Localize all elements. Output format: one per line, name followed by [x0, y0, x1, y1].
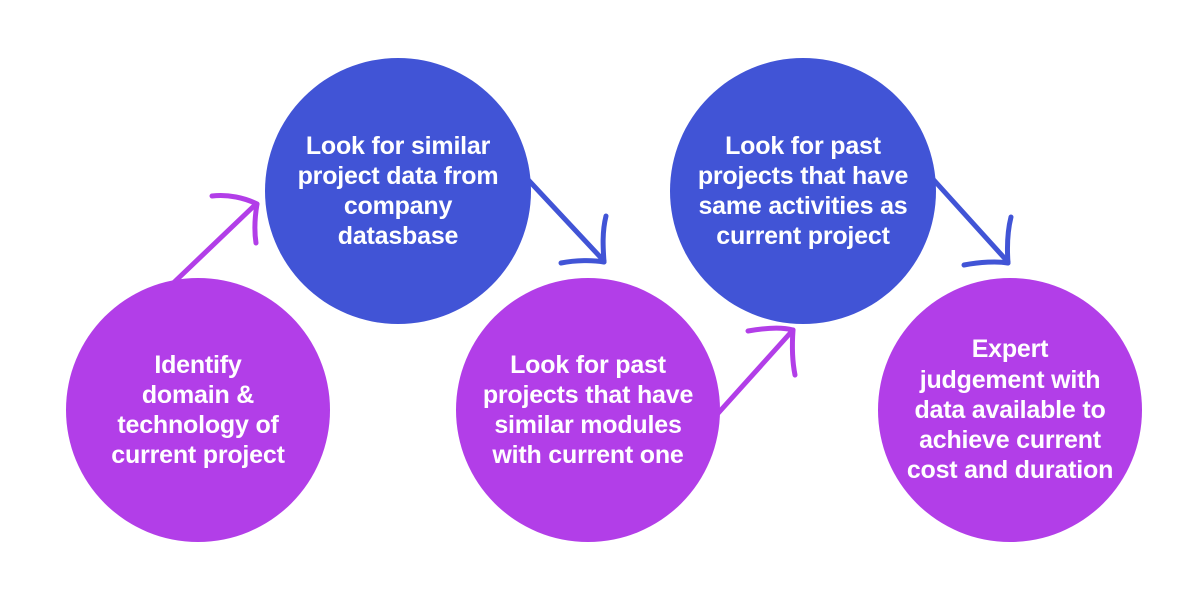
arrow-node2-to-node3	[516, 167, 609, 266]
flow-node-4[interactable]: Look for past projects that have same ac…	[670, 58, 936, 324]
flow-node-4-label: Look for past projects that have same ac…	[697, 131, 909, 251]
flow-node-5-label: Expert judgement with data available to …	[906, 335, 1114, 485]
flow-node-1[interactable]: Identify domain & technology of current …	[66, 278, 330, 542]
flow-node-2[interactable]: Look for similar project data from compa…	[265, 58, 531, 324]
flow-node-5[interactable]: Expert judgement with data available to …	[878, 278, 1142, 542]
flow-node-2-label: Look for similar project data from compa…	[297, 131, 499, 251]
flow-node-1-label: Identify domain & technology of current …	[111, 350, 285, 470]
flow-node-3-label: Look for past projects that have similar…	[482, 350, 694, 470]
arrow-node1-to-node2	[163, 193, 260, 293]
flow-node-3[interactable]: Look for past projects that have similar…	[456, 278, 720, 542]
arrow-node3-to-node4	[709, 325, 798, 423]
